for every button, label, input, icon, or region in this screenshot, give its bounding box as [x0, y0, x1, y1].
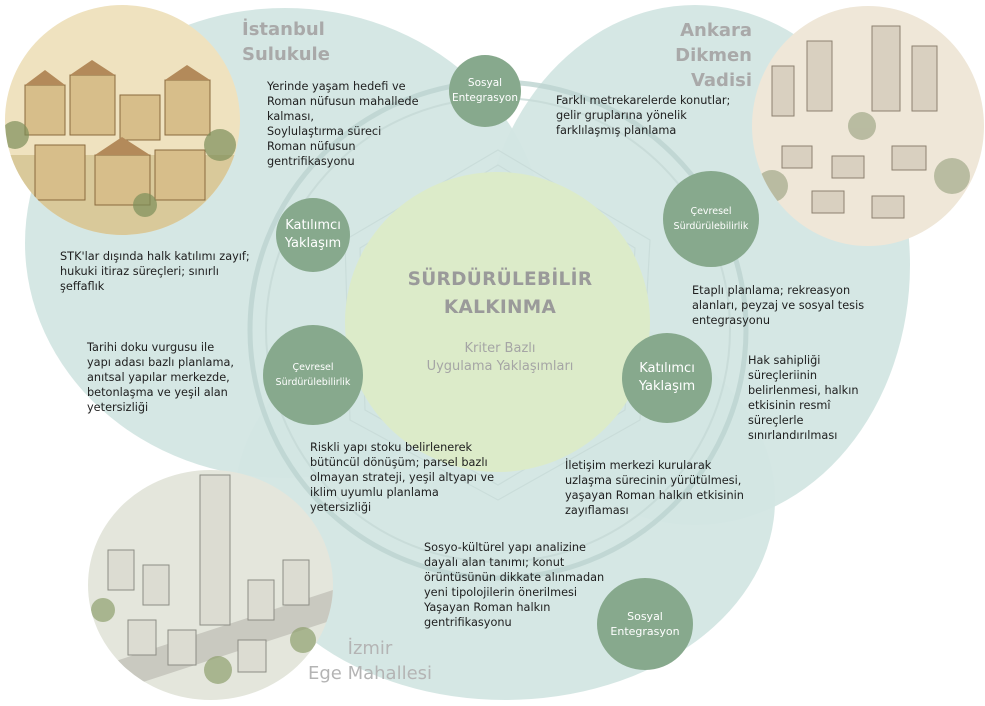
node-istanbul-sosyal-entegrasyon: Sosyal Entegrasyon — [449, 55, 521, 127]
ankara-label-line1: Ankara — [680, 20, 752, 41]
note-ankara-katilimci: Hak sahipliği süreçleriinin belirlenmesi… — [748, 354, 859, 442]
izmir-label-line2: Ege Mahallesi — [307, 663, 433, 684]
istanbul-label-line2: Sulukule — [242, 44, 330, 65]
note-izmir-cevresel: Riskli yapı stoku belirlenerek bütüncül … — [310, 441, 495, 514]
note-istanbul-sosyal: Yerinde yaşam hedefi ve Roman nüfusun ma… — [267, 80, 419, 168]
izmir-label-line1: İzmir — [347, 638, 393, 659]
note-istanbul-cevresel: Tarihi doku vurgusu ile yapı adası bazlı… — [87, 341, 235, 414]
node-istanbul-katilimci-yaklasim: Katılımcı Yaklaşım — [276, 198, 350, 272]
note-izmir-sosyal: Sosyo-kültürel yapı analizine dayalı ala… — [424, 541, 605, 629]
center-subtitle-line1: Kriter Bazlı — [464, 341, 536, 356]
node-label: Sosyal Entegrasyon — [610, 610, 680, 638]
ankara-photo — [752, 6, 984, 246]
ankara-label-line2: Dikmen Vadisi — [675, 45, 752, 91]
note-izmir-katilimci: İletişim merkezi kurularak uzlaşma sürec… — [565, 459, 744, 517]
node-ankara-katilimci-yaklasim: Katılımcı Yaklaşım — [622, 333, 712, 423]
center-subtitle: Kriter Bazlı Uygulama Yaklaşımları — [395, 340, 605, 376]
note-ankara-sosyal: Farklı metrekarelerde konutlar; gelir gr… — [556, 94, 731, 137]
istanbul-label-line1: İstanbul — [242, 19, 325, 40]
node-izmir-sosyal-entegrasyon: Sosyal Entegrasyon — [597, 578, 693, 670]
center-title: SÜRDÜRÜLEBİLİR KALKINMA — [395, 266, 605, 322]
node-label: Sosyal Entegrasyon — [451, 77, 519, 104]
izmir-label: İzmir Ege Mahallesi — [305, 636, 435, 686]
node-label: Katılımcı Yaklaşım — [284, 218, 342, 251]
note-istanbul-katilimci: STK'lar dışında halk katılımı zayıf; huk… — [60, 250, 250, 293]
ankara-label: Ankara Dikmen Vadisi — [612, 18, 752, 93]
center-title-line1: SÜRDÜRÜLEBİLİR — [407, 269, 593, 290]
istanbul-label: İstanbul Sulukule — [242, 17, 330, 67]
node-istanbul-cevresel-surdurulebilirlik: Çevresel Sürdürülebilirlik — [263, 325, 363, 425]
center-circle — [345, 172, 650, 472]
center-subtitle-line2: Uygulama Yaklaşımları — [426, 359, 574, 374]
center-title-line2: KALKINMA — [443, 297, 557, 318]
istanbul-photo — [5, 5, 240, 235]
node-label: Çevresel Sürdürülebilirlik — [275, 362, 351, 388]
node-label: Katılımcı Yaklaşım — [638, 361, 696, 394]
izmir-photo — [88, 470, 333, 700]
note-ankara-cevresel: Etaplı planlama; rekreasyon alanları, pe… — [692, 284, 865, 327]
node-ankara-cevresel-surdurulebilirlik: Çevresel Sürdürülebilirlik — [663, 171, 759, 267]
node-label: Çevresel Sürdürülebilirlik — [673, 206, 749, 232]
